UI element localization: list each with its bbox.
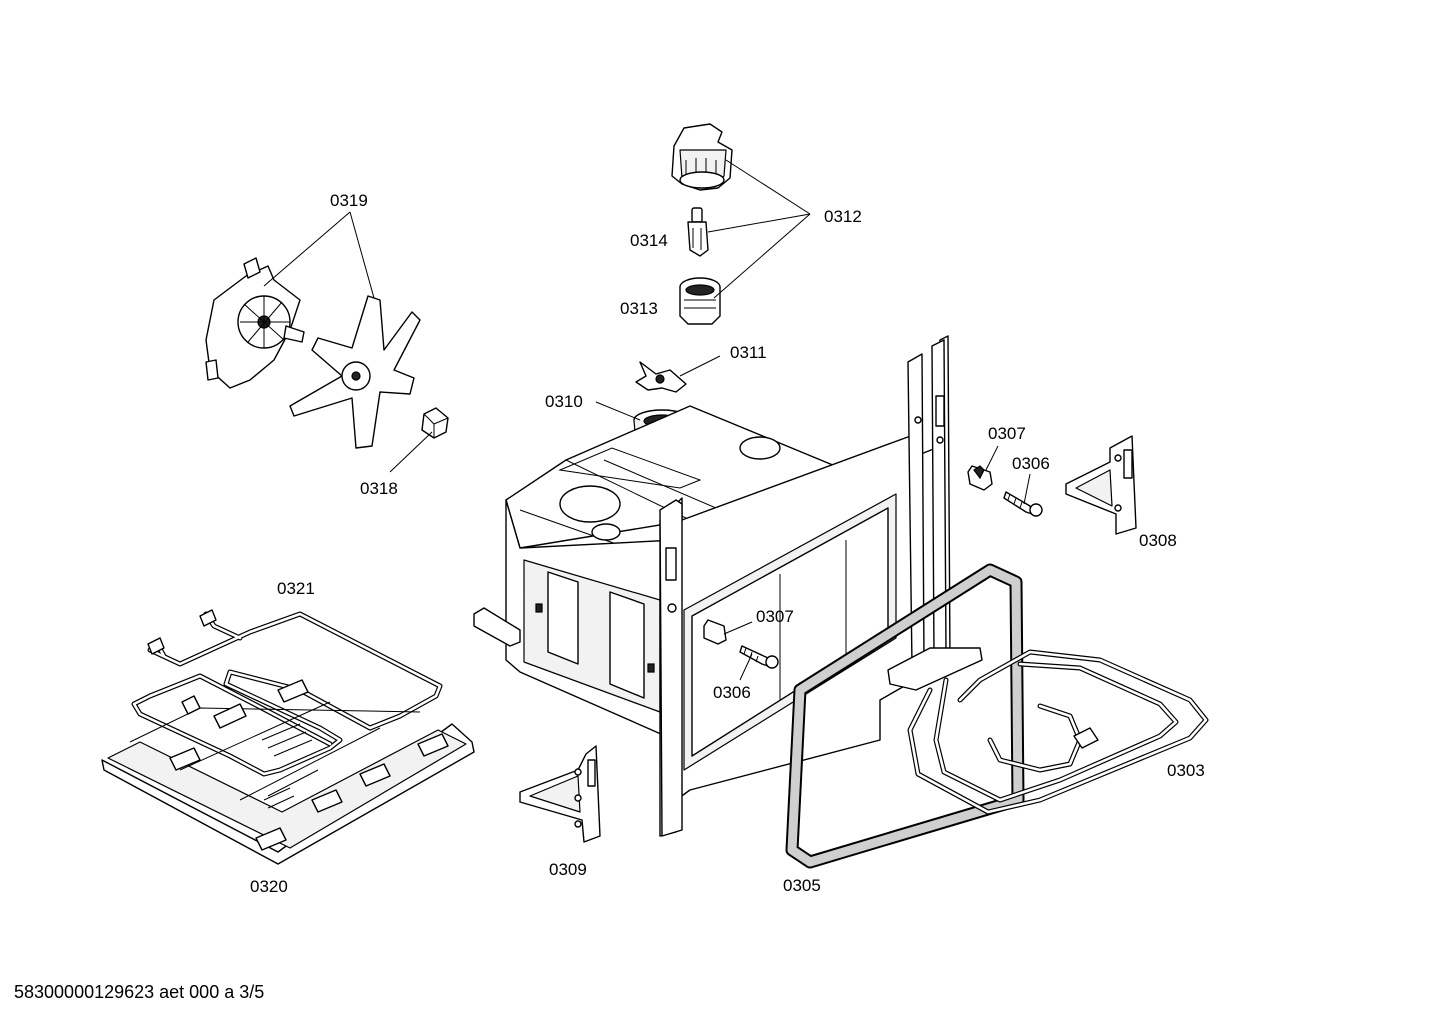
leader-lines	[263, 159, 1031, 681]
label-0307-lower: 0307	[756, 607, 794, 626]
label-0310: 0310	[545, 392, 583, 411]
document-reference-footer: 58300000129623 aet 000 a 3/5	[14, 982, 264, 1002]
plug-lower-part	[703, 619, 727, 645]
label-0314: 0314	[630, 231, 668, 250]
label-0318: 0318	[360, 479, 398, 498]
lamp-socket-part	[687, 207, 709, 257]
rail-bracket-left-part	[519, 745, 601, 843]
label-0313: 0313	[620, 299, 658, 318]
label-0319: 0319	[330, 191, 368, 210]
fan-blade-part	[289, 295, 421, 449]
door-seal-gasket-part	[785, 563, 1025, 869]
fan-nut-part	[421, 407, 449, 439]
label-0309: 0309	[549, 860, 587, 879]
grill-tray-part	[101, 679, 475, 865]
label-0312: 0312	[824, 207, 862, 226]
oven-cavity-housing	[473, 335, 951, 837]
plug-upper-part	[967, 465, 993, 491]
label-0305: 0305	[783, 876, 821, 895]
part-labels: 0319 0312 0314 0313 0311 0310 0318 0307 …	[250, 191, 1205, 896]
lamp-cover-part	[679, 277, 721, 325]
lamp-bracket-part	[635, 361, 687, 393]
ring-heating-element-part	[887, 647, 1209, 815]
label-0303: 0303	[1167, 761, 1205, 780]
screw-upper-part	[1003, 491, 1043, 517]
screw-lower-part	[739, 645, 779, 669]
label-0321: 0321	[277, 579, 315, 598]
rail-bracket-right-part	[1065, 435, 1137, 535]
lamp-housing-part	[671, 123, 733, 191]
grill-heating-element-part	[131, 609, 443, 777]
fan-motor-part	[205, 257, 305, 389]
label-0306-lower: 0306	[713, 683, 751, 702]
label-0306-upper: 0306	[1012, 454, 1050, 473]
label-0320: 0320	[250, 877, 288, 896]
label-0307-upper: 0307	[988, 424, 1026, 443]
label-0311: 0311	[730, 343, 767, 362]
label-0308: 0308	[1139, 531, 1177, 550]
